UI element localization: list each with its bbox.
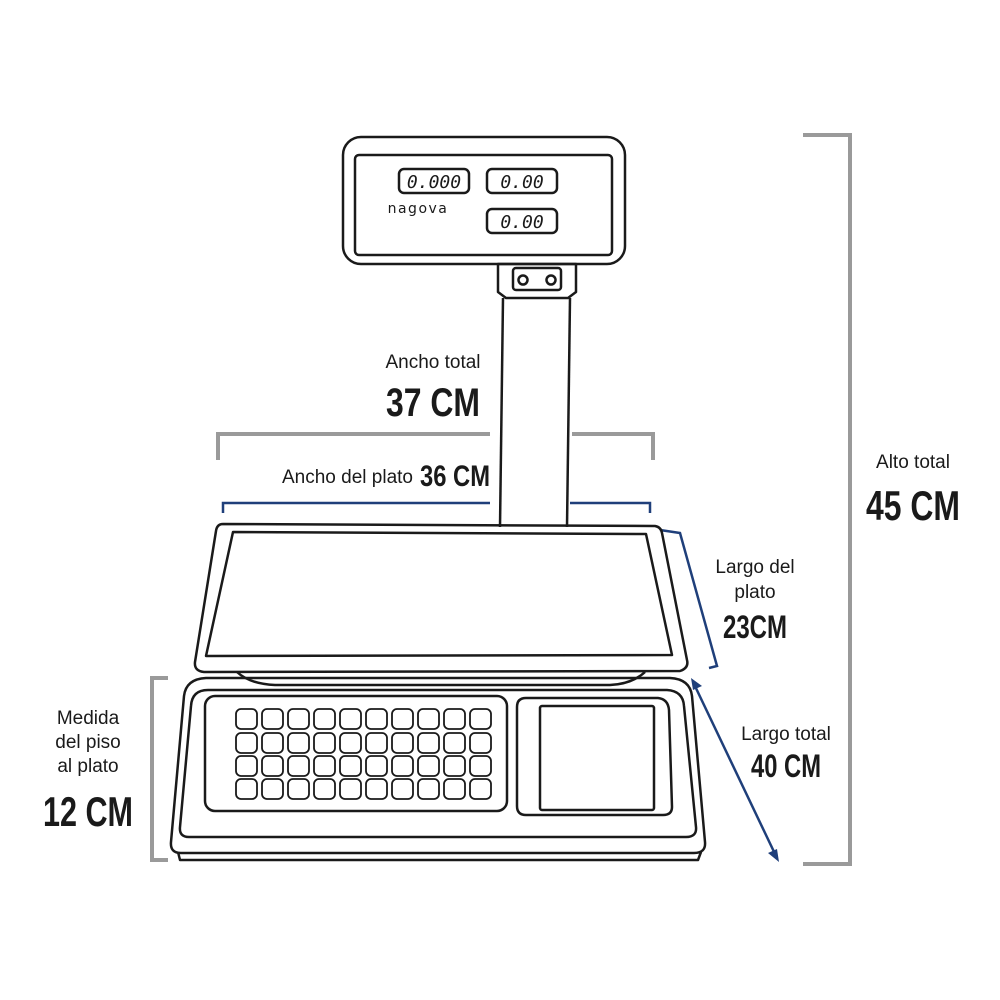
lcd-weight-readout: 0.000: [407, 172, 461, 193]
largo-total-arrow-line: [692, 683, 778, 857]
pole-screw-left: [517, 274, 529, 286]
pole-screw-right: [545, 274, 557, 286]
pole-right-edge: [565, 297, 572, 528]
lcd-total-box: [485, 207, 559, 235]
front-display-frame: [515, 696, 674, 817]
largo-plato-label-line2: plato: [734, 582, 775, 603]
base-bottom-plinth: [176, 851, 703, 862]
ancho-total-bracket-left: [216, 432, 490, 460]
pole-left-edge: [498, 297, 505, 528]
display-head-inner: [353, 153, 614, 257]
base-panel-frame: [178, 688, 698, 839]
ancho-plato-value: 36 CM: [420, 460, 490, 493]
keypad-area: [203, 694, 509, 813]
blue-lines: [221, 501, 778, 857]
alto-total-bracket: [803, 133, 852, 866]
ancho-plato-line-left: [221, 501, 490, 513]
largo-plato-line: [659, 528, 719, 670]
brand-logo: nagova: [388, 201, 449, 217]
largo-plato-label-line1: Largo del: [715, 557, 794, 578]
ancho-total-bracket-right: [572, 432, 655, 460]
pole-mount-plate: [511, 266, 563, 292]
scale-illustration: [169, 135, 707, 862]
alto-total-value: 45 CM: [866, 482, 960, 529]
front-display-screen: [538, 704, 656, 812]
keypad-keys: [235, 708, 492, 800]
lcd-weight-box: [397, 167, 471, 195]
tray-outer: [193, 522, 689, 674]
largo-total-arrowhead-bottom: [768, 849, 779, 862]
alto-total-label: Alto total: [876, 452, 950, 473]
medida-piso-value: 12 CM: [43, 788, 133, 835]
medida-piso-label-line2: del piso: [55, 732, 121, 753]
lcd-price-readout: 0.00: [500, 172, 543, 193]
ancho-total-label: Ancho total: [385, 352, 480, 373]
display-head-outer: [341, 135, 627, 266]
largo-total-label: Largo total: [741, 724, 831, 745]
largo-plato-value: 23CM: [723, 609, 787, 645]
ancho-plato-line-right: [570, 501, 652, 513]
lcd-total-readout: 0.00: [500, 212, 543, 233]
largo-total-value: 40 CM: [751, 748, 821, 784]
pole-mount: [496, 262, 578, 300]
medida-piso-bracket: [150, 676, 168, 862]
gray-brackets: [150, 133, 852, 866]
lcd-price-box: [485, 167, 559, 195]
base-body-outer: [169, 676, 707, 855]
tray-inner: [204, 530, 674, 658]
largo-total-arrowhead-top: [691, 678, 702, 690]
ancho-plato-label: Ancho del plato: [282, 467, 413, 488]
medida-piso-label-line3: al plato: [57, 756, 118, 777]
medida-piso-label-line1: Medida: [57, 708, 120, 729]
ancho-total-value: 37 CM: [386, 381, 480, 425]
